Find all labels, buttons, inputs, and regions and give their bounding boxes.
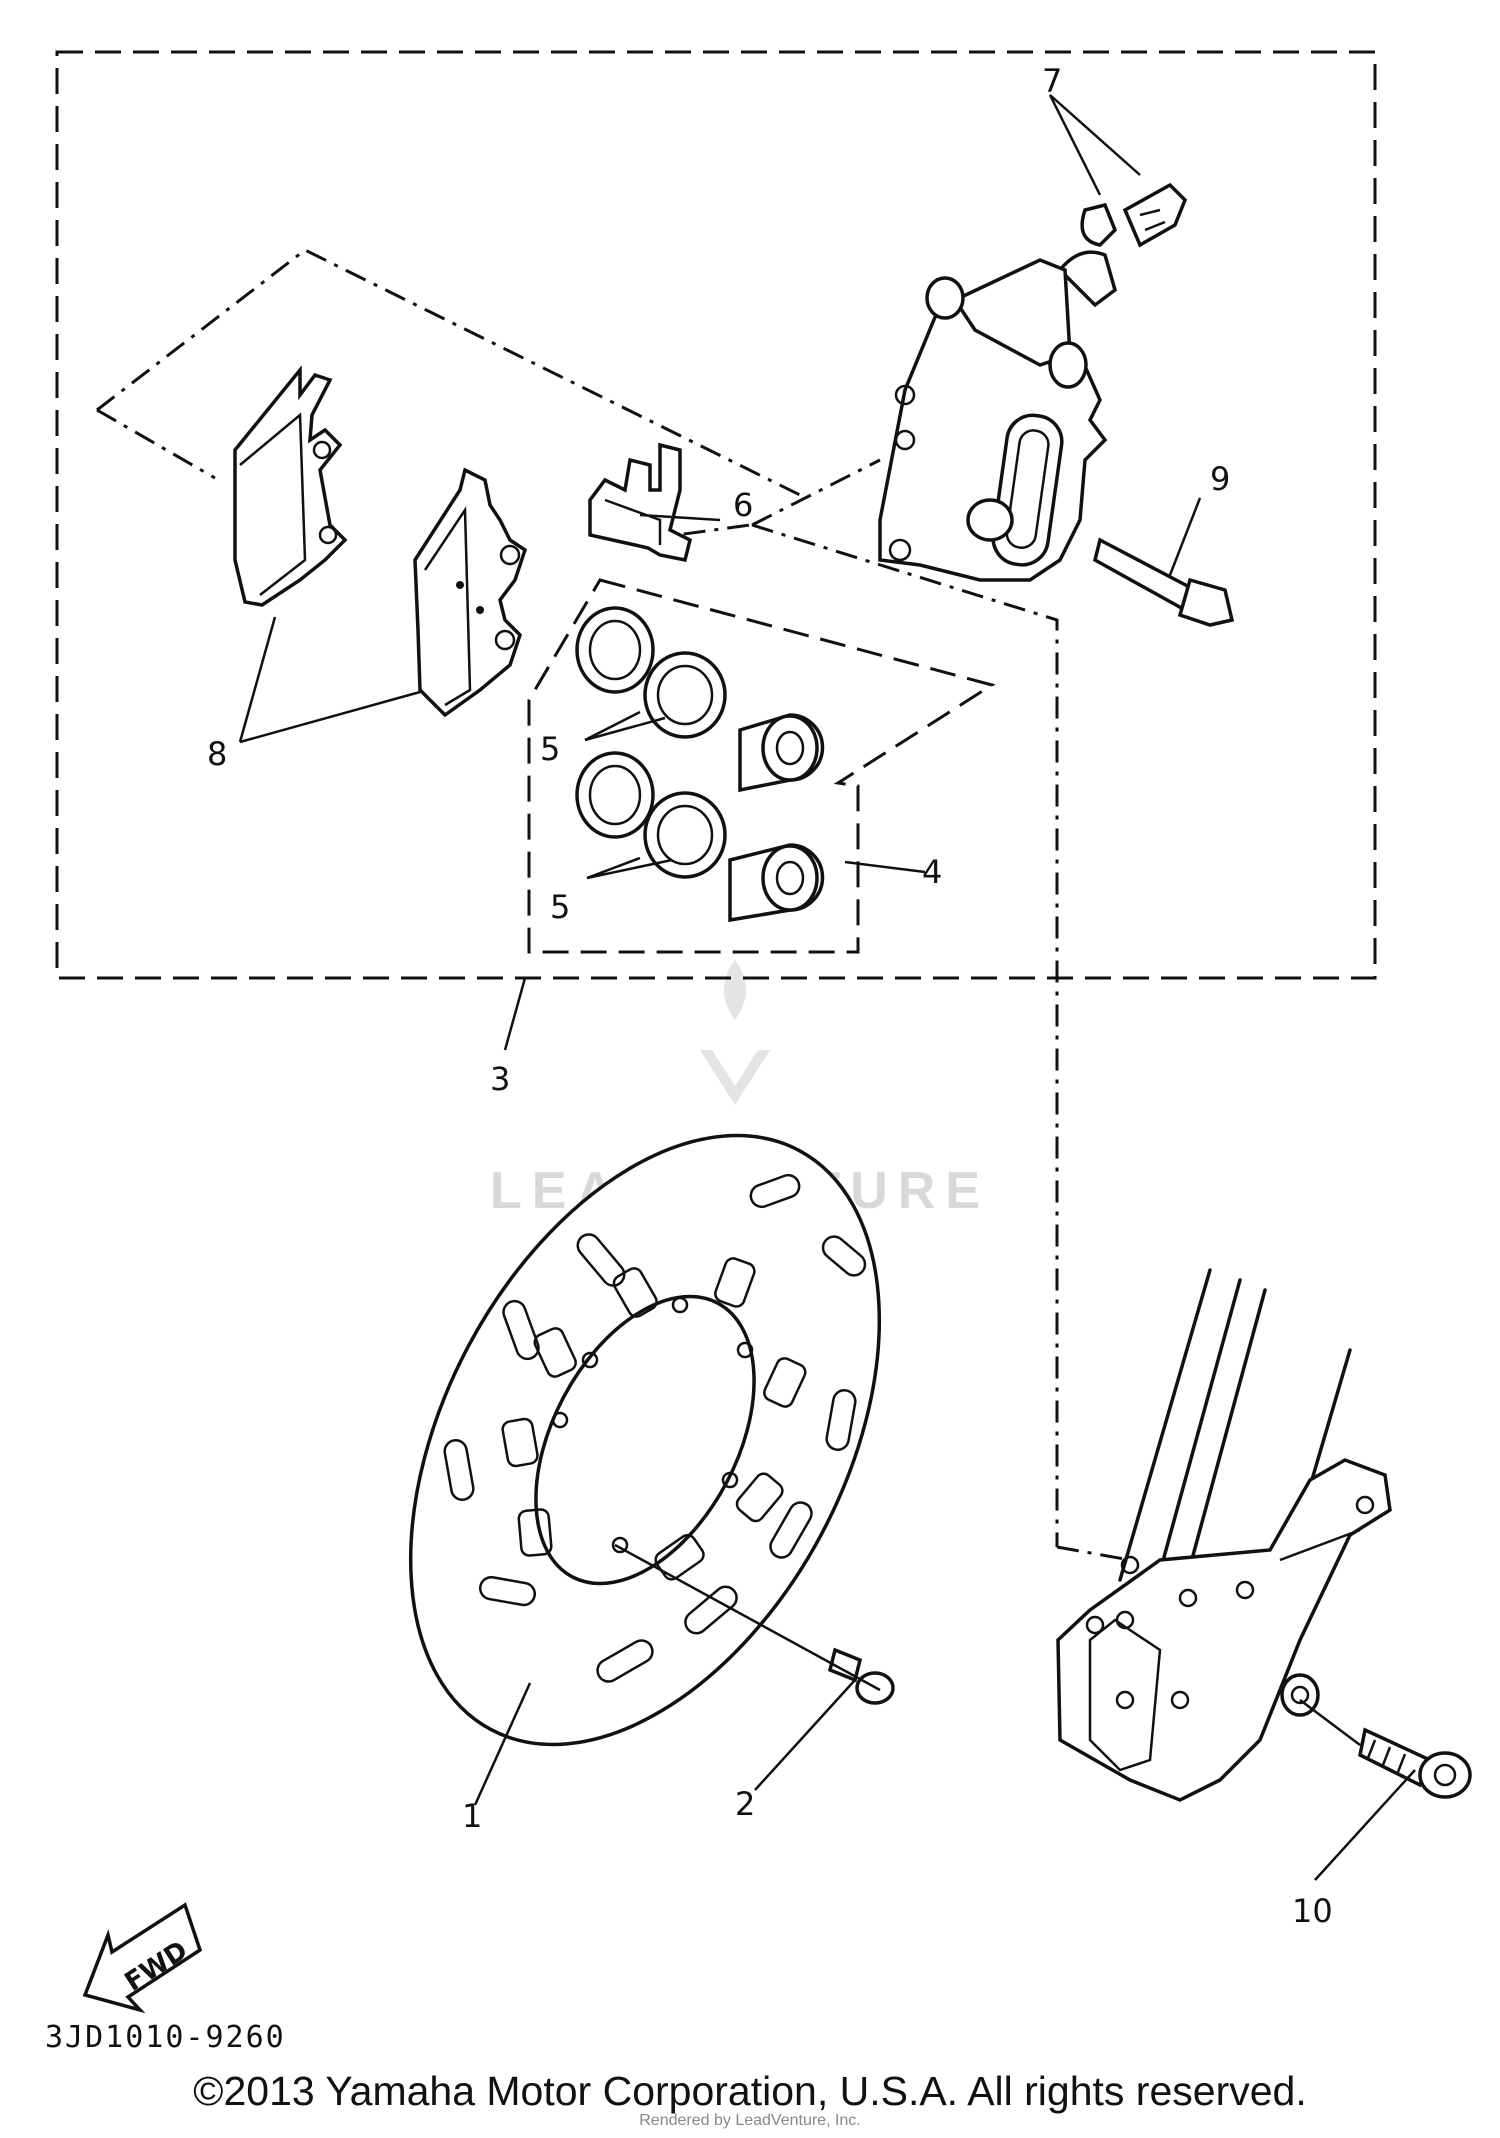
bleeder-screw	[1057, 182, 1188, 308]
callout-7: 7	[1042, 62, 1062, 100]
axle-holder-bolt	[1358, 1727, 1472, 1799]
callout-6: 6	[733, 486, 753, 524]
callout-10: 10	[1292, 1892, 1333, 1930]
pistons	[728, 713, 825, 923]
front-fork	[1056, 1268, 1392, 1802]
brake-disc	[408, 1133, 882, 1747]
leader-lines	[238, 94, 1416, 1881]
caliper-body	[878, 258, 1108, 582]
callout-4: 4	[922, 853, 942, 891]
pad-spring	[588, 442, 693, 563]
callout-8: 8	[207, 735, 227, 773]
disc-bolt	[827, 1647, 895, 1705]
brake-pad-outer	[233, 365, 348, 607]
diagram-code: 3JD1010-9260	[45, 2020, 286, 2055]
callout-9: 9	[1210, 460, 1230, 498]
caliper-bolt	[1092, 537, 1235, 627]
callout-1: 1	[462, 1797, 482, 1835]
copyright-notice: ©2013 Yamaha Motor Corporation, U.S.A. A…	[193, 2068, 1307, 2114]
callout-3: 3	[490, 1060, 510, 1098]
piston-seals	[575, 606, 727, 879]
forward-arrow: FWD	[82, 1902, 203, 2014]
rendered-by-line: Rendered by LeadVenture, Inc.	[639, 2112, 861, 2129]
piston-set-boundary	[527, 578, 996, 954]
callout-5b: 5	[550, 888, 570, 926]
callouts: 1 2 3 4 5 5 6 7 8 9 10	[207, 62, 1333, 1930]
caliper-assembly-boundary	[55, 50, 1377, 980]
callout-5a: 5	[540, 730, 560, 768]
callout-2: 2	[735, 1785, 755, 1823]
brake-pad-inner	[413, 467, 528, 718]
